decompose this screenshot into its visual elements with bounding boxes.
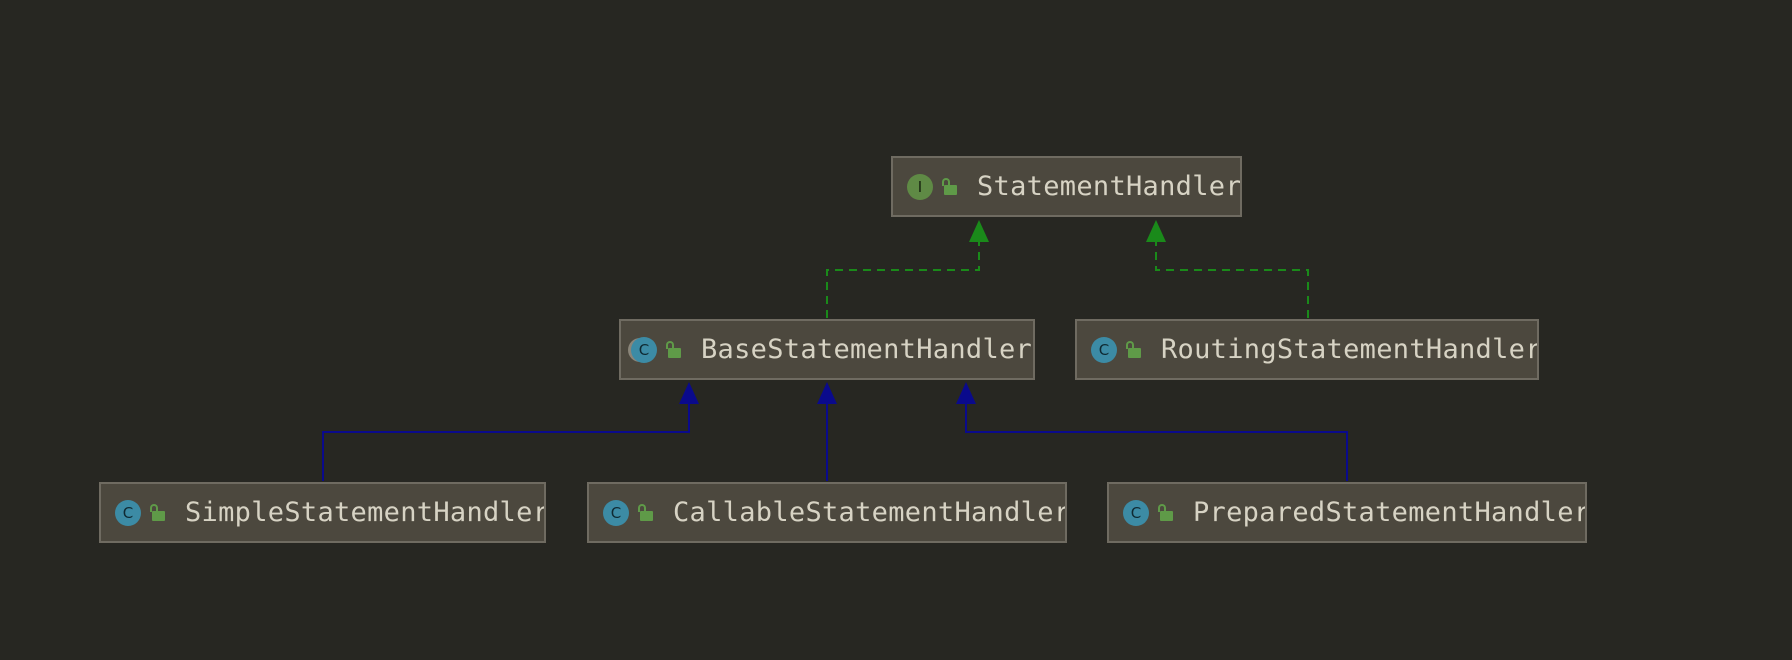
extends-arrowhead [817, 382, 837, 404]
class-name-label: SimpleStatementHandler [185, 497, 546, 528]
class-name-label: CallableStatementHandler [673, 497, 1067, 528]
node-callable-statement-handler[interactable]: C CallableStatementHandler [587, 482, 1067, 543]
node-simple-statement-handler[interactable]: C SimpleStatementHandler [99, 482, 546, 543]
public-visibility-icon [665, 340, 683, 360]
class-icon: C [1123, 499, 1149, 526]
class-icon: C [115, 499, 141, 526]
edge-simple-extends-base [322, 382, 699, 481]
edge-callable-extends-base [817, 382, 837, 481]
implements-arrowhead [969, 220, 989, 242]
public-visibility-icon [637, 503, 655, 523]
class-icon: C [1091, 336, 1117, 363]
interface-icon: I [907, 173, 933, 200]
node-base-statement-handler[interactable]: C BaseStatementHandler [619, 319, 1035, 380]
class-name-label: PreparedStatementHandler [1193, 497, 1587, 528]
class-icon: C [603, 499, 629, 526]
extends-arrowhead [956, 382, 976, 404]
class-name-label: RoutingStatementHandler [1161, 334, 1539, 365]
node-prepared-statement-handler[interactable]: C PreparedStatementHandler [1107, 482, 1587, 543]
edge-base-implements-statement [826, 220, 989, 318]
extends-arrowhead [679, 382, 699, 404]
public-visibility-icon [1157, 503, 1175, 523]
edge-prepared-extends-base [956, 382, 1348, 481]
node-statement-handler[interactable]: I StatementHandler [891, 156, 1242, 217]
class-name-label: StatementHandler [977, 171, 1242, 202]
edge-routing-implements-statement [1146, 220, 1309, 318]
public-visibility-icon [941, 177, 959, 197]
public-visibility-icon [149, 503, 167, 523]
class-name-label: BaseStatementHandler [701, 334, 1033, 365]
node-routing-statement-handler[interactable]: C RoutingStatementHandler [1075, 319, 1539, 380]
implements-arrowhead [1146, 220, 1166, 242]
abstract-class-icon: C [631, 336, 657, 363]
public-visibility-icon [1125, 340, 1143, 360]
